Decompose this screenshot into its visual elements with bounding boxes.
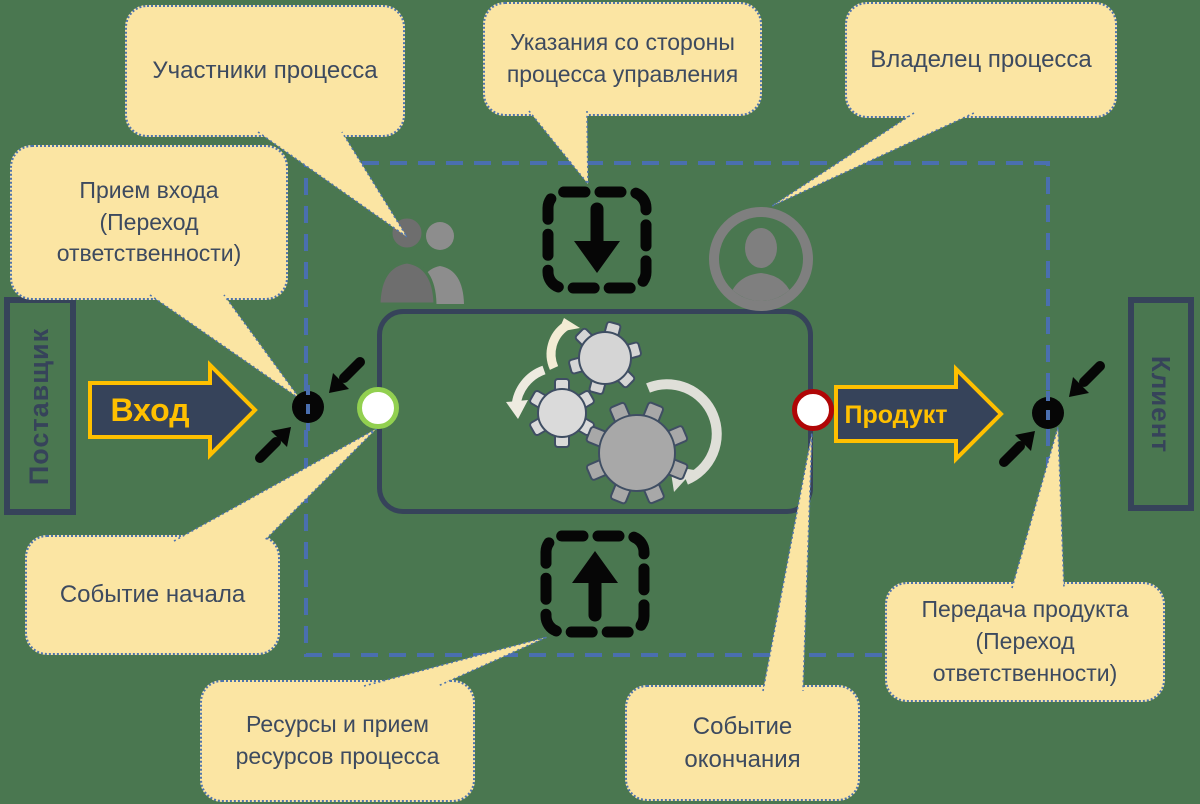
callout-resources: Ресурсы и прием ресурсов процесса (200, 680, 475, 802)
callout-participants-label: Участники процесса (152, 57, 378, 85)
callout-input-acceptance-label: Прием входа (Переход ответственности) (56, 176, 242, 267)
callout-management-guidance-label: Указания со стороны процесса управления (506, 29, 739, 87)
client-label: Клиент (1146, 355, 1177, 453)
product-arrow-label: Продукт (844, 401, 947, 429)
converge-arrow-ne-icon (999, 431, 1035, 467)
two-people-icon (377, 215, 464, 306)
end-event-circle (792, 389, 834, 431)
callout-resources-label: Ресурсы и прием ресурсов процесса (235, 711, 440, 769)
converge-arrow-sw-icon (329, 357, 365, 393)
callout-product-transfer-label: Передача продукта (Переход ответственнос… (921, 596, 1129, 686)
callout-start-event: Событие начала (25, 535, 280, 655)
start-event-circle (357, 387, 399, 429)
supplier-box: Поставщик (4, 297, 76, 515)
callout-owner-label: Владелец процесса (870, 46, 1092, 74)
callout-input-acceptance: Прием входа (Переход ответственности) (10, 145, 288, 300)
person-in-circle-icon (709, 207, 813, 311)
converge-arrow-ne-icon (255, 427, 291, 463)
callout-end-event: Событие окончания (625, 685, 860, 801)
callout-owner: Владелец процесса (845, 2, 1117, 118)
product-arrow: Продукт (834, 364, 1004, 464)
input-arrow: Вход (88, 360, 258, 460)
input-handoff-dot (292, 391, 324, 423)
callout-end-event-label: Событие окончания (684, 712, 801, 773)
callout-start-event-label: Событие начала (59, 581, 246, 609)
client-box: Клиент (1128, 297, 1194, 511)
supplier-label: Поставщик (24, 327, 55, 485)
dashed-square-arrow-down-icon (542, 186, 652, 294)
dashed-square-arrow-up-icon (540, 530, 650, 638)
gears-icon (506, 318, 722, 505)
input-arrow-label: Вход (110, 392, 189, 428)
callout-management-guidance: Указания со стороны процесса управления (483, 2, 762, 116)
converge-arrow-sw-icon (1069, 361, 1105, 397)
callout-product-transfer: Передача продукта (Переход ответственнос… (885, 582, 1165, 702)
callout-participants: Участники процесса (125, 5, 405, 137)
